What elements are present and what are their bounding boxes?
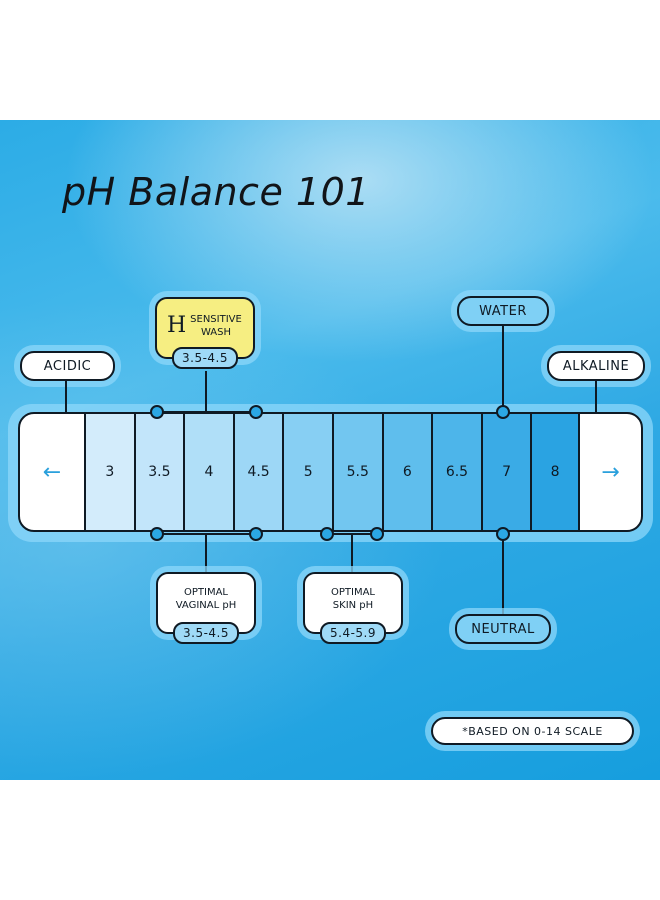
ph-segment-label: 8 xyxy=(550,464,560,480)
page-title: pH Balance 101 xyxy=(62,170,370,214)
ph-segment-label: 3.5 xyxy=(148,464,171,480)
sensitive-wash-range: 3.5-4.5 xyxy=(172,347,238,369)
alkaline-end: → xyxy=(580,414,641,530)
optimal-vaginal-line1: OPTIMAL xyxy=(184,587,228,598)
ph-segment-label: 4 xyxy=(204,464,214,480)
acidic-label: ACIDIC xyxy=(20,351,115,381)
neutral-label: NEUTRAL xyxy=(455,614,551,644)
ph-scale: ← 3 3.5 4 4.5 5 5.5 6 6.5 7 8 → xyxy=(18,412,643,532)
arrow-left-icon: ← xyxy=(42,459,62,485)
ph-segment-label: 7 xyxy=(502,464,511,480)
water-text: WATER xyxy=(479,303,527,319)
ph-segment-label: 5 xyxy=(303,464,313,480)
optimal-skin-line2: SKIN pH xyxy=(332,600,374,611)
ph-segment-6-5: 6.5 xyxy=(431,414,481,530)
acidic-end: ← xyxy=(20,414,84,530)
water-label: WATER xyxy=(457,296,549,326)
ph-segment-label: 4.5 xyxy=(247,464,270,480)
optimal-vaginal-line2: VAGINAL pH xyxy=(175,600,237,611)
ph-segment-label: 6.5 xyxy=(445,464,469,480)
ph-segment-3-5: 3.5 xyxy=(133,414,184,530)
sensitive-wash-line2: WASH xyxy=(200,327,232,338)
scale-note: *BASED ON 0-14 SCALE xyxy=(431,717,634,745)
alkaline-text: ALKALINE xyxy=(562,358,630,374)
scale-note-text: *BASED ON 0-14 SCALE xyxy=(462,724,603,738)
ph-segment-7: 7 xyxy=(480,414,531,530)
ph-segment-5-5: 5.5 xyxy=(331,414,382,530)
sensitive-wash-card: H SENSITIVE WASH 3.5-4.5 xyxy=(155,297,255,369)
optimal-skin-range: 5.4-5.9 xyxy=(320,622,386,644)
sensitive-wash-line1: SENSITIVE xyxy=(190,314,242,325)
optimal-skin-line1: OPTIMAL xyxy=(331,587,375,598)
brand-logo-icon: H xyxy=(167,313,187,338)
ph-segment-8: 8 xyxy=(530,414,580,530)
arrow-right-icon: → xyxy=(601,459,620,485)
ph-segment-6: 6 xyxy=(381,414,432,530)
ph-segment-4-5: 4.5 xyxy=(232,414,283,530)
optimal-vaginal-card: OPTIMAL VAGINAL pH 3.5-4.5 xyxy=(156,572,256,644)
sensitive-wash-caption: SENSITIVE WASH xyxy=(157,299,253,339)
ph-segment-3: 3 xyxy=(84,414,134,530)
optimal-vaginal-range: 3.5-4.5 xyxy=(173,622,239,644)
optimal-skin-caption: OPTIMAL SKIN pH xyxy=(305,574,401,612)
ph-segment-5: 5 xyxy=(282,414,332,530)
neutral-text: NEUTRAL xyxy=(471,621,535,637)
acidic-text: ACIDIC xyxy=(43,358,92,374)
ph-segment-label: 3 xyxy=(105,464,115,480)
ph-segment-label: 5.5 xyxy=(346,464,369,480)
ph-segment-4: 4 xyxy=(183,414,233,530)
optimal-vaginal-caption: OPTIMAL VAGINAL pH xyxy=(158,574,254,612)
alkaline-label: ALKALINE xyxy=(547,351,645,381)
ph-segment-label: 6 xyxy=(402,464,412,480)
optimal-skin-card: OPTIMAL SKIN pH 5.4-5.9 xyxy=(303,572,403,644)
